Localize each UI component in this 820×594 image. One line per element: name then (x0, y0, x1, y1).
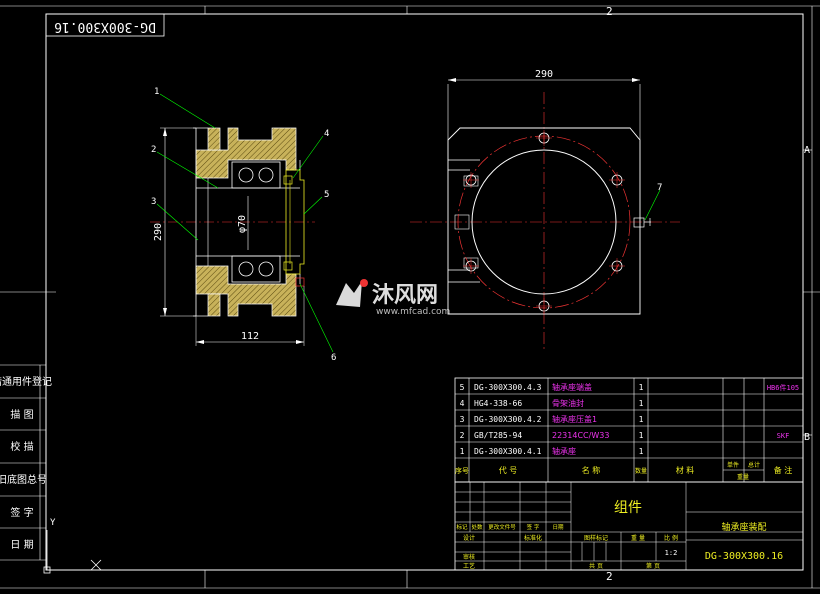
bom-header-qty: 数量 (635, 467, 647, 475)
role-process: 工艺 (463, 562, 475, 570)
bom-header-name: 名 称 (582, 465, 601, 475)
left-side-panel: 借通用件登记 描 图 校 描 旧底图总号 签 字 日 期 (0, 364, 52, 561)
bom-cell-name: 轴承座压盖1 (552, 414, 597, 424)
bom-cell-note: HB6件105 (767, 383, 799, 392)
panel-label: 校 描 (10, 440, 33, 453)
section-view: 290 φ70 112 1 2 3 4 5 6 (150, 87, 336, 363)
rev-header: 签 字 (527, 523, 540, 531)
bom-cell-code: GB/T285-94 (474, 431, 522, 440)
bom-cell-name: 骨架油封 (552, 398, 584, 408)
bom-cell-no: 2 (460, 431, 465, 440)
dim-front-width: 290 (535, 69, 553, 80)
drawing-number: DG-300X300.16 (705, 551, 783, 562)
callout-4: 4 (324, 129, 329, 139)
bom-cell-qty: 1 (639, 399, 644, 408)
bom-cell-code: DG-300X300.4.2 (474, 415, 542, 424)
bom-cell-no: 1 (460, 447, 465, 456)
bom-cell-no: 5 (460, 383, 465, 392)
sheet-number: 第 页 (646, 562, 660, 570)
zone-letter-a: A (804, 145, 810, 156)
dim-width-112: 112 (241, 331, 259, 342)
role-design: 设计 (463, 534, 475, 542)
rev-header: 日期 (552, 524, 564, 531)
assembly-label: 组件 (614, 500, 642, 516)
front-view: 290 7 (410, 69, 680, 350)
bom-header-code: 代 号 (499, 465, 518, 475)
bom-cell-qty: 1 (639, 415, 644, 424)
bom-cell-qty: 1 (639, 431, 644, 440)
stage-label: 图样标记 (584, 534, 608, 542)
watermark-url: www.mfcad.com (376, 307, 450, 317)
bom-table: 5 DG-300X300.4.3 轴承座端盖 1 HB6件105 4 HG4-338-66 骨… (454, 377, 804, 483)
bom-cell-name: 轴承座 (552, 446, 576, 456)
drawing-name: 轴承座装配 (721, 521, 766, 533)
bom-cell-name: 轴承座端盖 (552, 382, 592, 392)
bom-cell-code: DG-300X300.4.3 (474, 383, 542, 392)
bom-header-total: 总计 (748, 461, 760, 469)
panel-label: 日 期 (10, 539, 33, 551)
std-label: 标准化 (524, 534, 542, 542)
callout-3: 3 (151, 197, 156, 207)
bom-cell-qty: 1 (639, 447, 644, 456)
stamp-text: DG-300X300.16 (54, 19, 156, 34)
drawing-number-stamp (45, 13, 165, 37)
callout-5: 5 (324, 190, 329, 200)
sheets-total: 共 页 (589, 562, 603, 570)
ucs-y-label: Y (50, 518, 56, 528)
bom-header-note: 备 注 (774, 465, 793, 475)
rev-header: 处数 (471, 523, 483, 531)
role-review: 审核 (463, 553, 475, 561)
callout-2: 2 (151, 145, 156, 155)
zone-number-top: 2 (606, 5, 613, 18)
dim-height-290: 290 (153, 223, 164, 241)
panel-label: 签 字 (10, 506, 33, 519)
bom-header-material: 材 料 (676, 465, 695, 475)
panel-label: 描 图 (10, 408, 33, 421)
ucs-icon: Y (43, 518, 102, 574)
bom-cell-no: 3 (460, 415, 465, 424)
scale-value: 1:2 (665, 549, 678, 557)
rev-header: 更改文件号 (488, 523, 516, 531)
bom-header-weight: 重量 (737, 473, 749, 481)
zone-number-bottom: 2 (606, 570, 613, 583)
bom-cell-note: SKF (777, 432, 790, 440)
bom-cell-code: HG4-338-66 (474, 399, 522, 408)
bom-cell-no: 4 (460, 399, 465, 408)
bom-cell-qty: 1 (639, 383, 644, 392)
rev-header: 标记 (456, 523, 468, 531)
bom-cell-code: DG-300X300.4.1 (474, 447, 542, 456)
bom-cell-name: 22314CC/W33 (552, 431, 609, 440)
bom-header-no: 序号 (455, 466, 469, 475)
panel-label: 借通用件登记 (0, 375, 52, 388)
scale-label: 比 例 (664, 534, 678, 542)
callout-6: 6 (331, 353, 336, 363)
bom-header-unit: 单件 (727, 461, 739, 469)
watermark-brand: 沐风网 (372, 283, 438, 308)
title-block: 标记 处数 更改文件号 签 字 日期 设计 审核 工艺 标准化 图样标记 重 量… (454, 481, 804, 571)
mfcad-logo-icon (336, 279, 368, 307)
watermark: 沐风网 www.mfcad.com (336, 279, 450, 317)
zone-letter-b: B (804, 432, 810, 443)
callout-1: 1 (154, 87, 159, 97)
dim-bore: φ70 (237, 215, 248, 233)
weight-label: 重 量 (631, 534, 645, 542)
panel-label: 旧底图总号 (0, 473, 47, 486)
callout-7: 7 (657, 183, 662, 193)
